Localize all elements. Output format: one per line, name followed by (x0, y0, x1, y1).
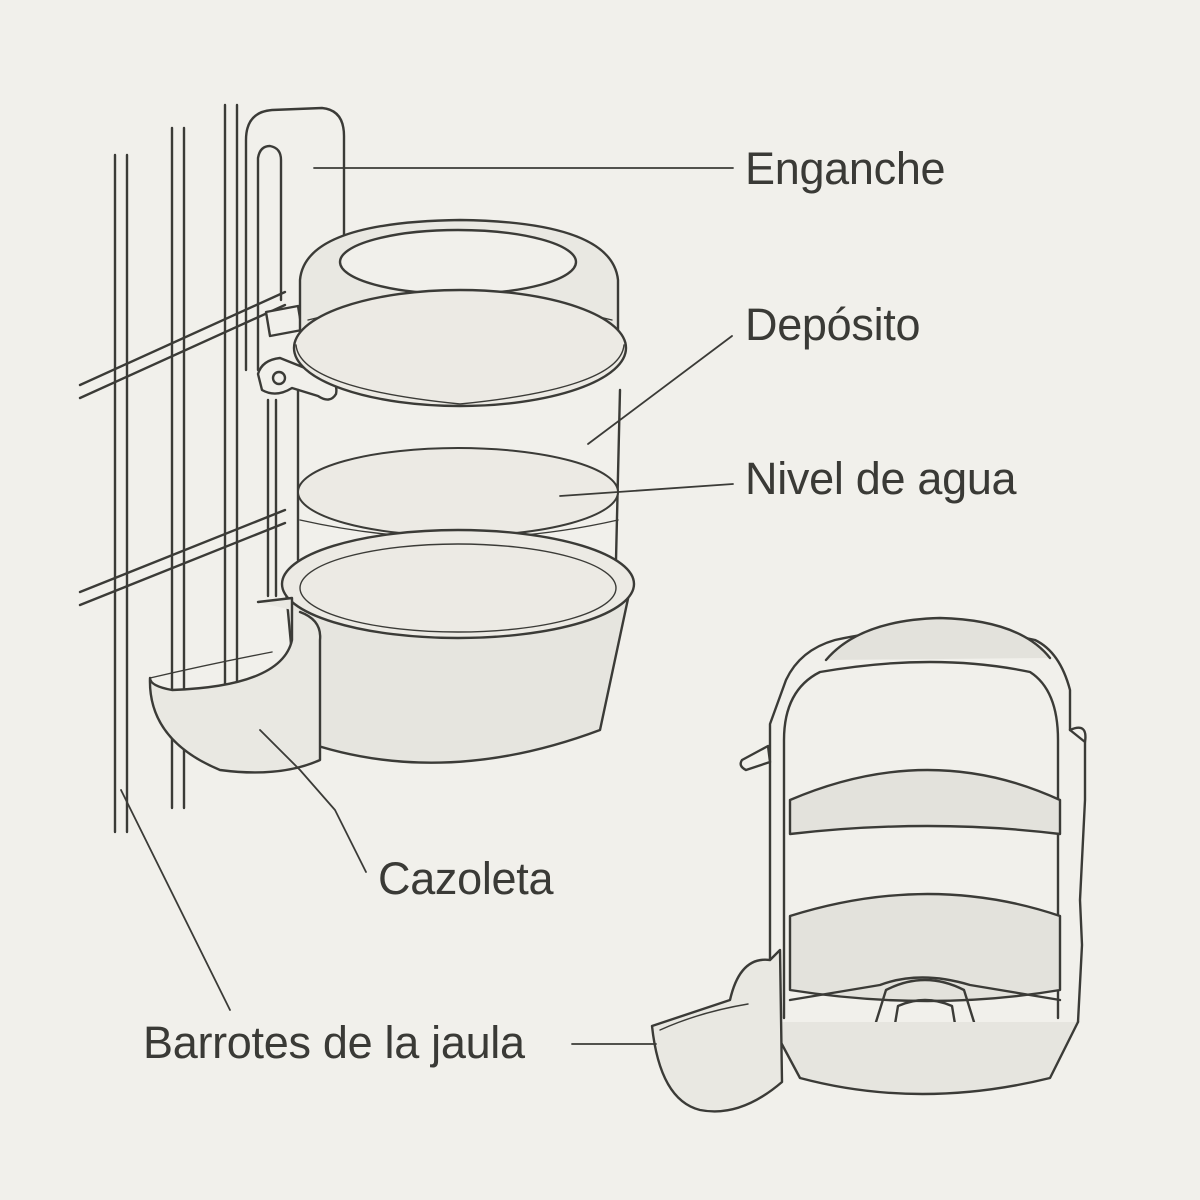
cage-bar-vertical (113, 153, 129, 834)
leader-line-dish (259, 729, 367, 873)
label-hook: Enganche (745, 143, 946, 194)
cutaway-section (650, 616, 1087, 1113)
leader-line-water-level (559, 483, 734, 497)
water-dish (148, 528, 636, 774)
label-dish: Cazoleta (378, 853, 554, 904)
cage-bar-horizontal (78, 290, 287, 400)
hook (244, 106, 346, 598)
cage-bars (78, 103, 287, 834)
cage-bar-vertical (223, 103, 239, 764)
clip-bracket (256, 304, 338, 401)
leader-line-reservoir (587, 335, 733, 445)
leader-lines (120, 167, 734, 1045)
reservoir (292, 218, 628, 562)
label-cage-bars: Barrotes de la jaula (143, 1017, 525, 1068)
label-reservoir: Depósito (745, 299, 921, 350)
leader-line-cage-bars (120, 789, 231, 1011)
cage-bar-horizontal (78, 508, 287, 607)
label-water-level: Nivel de agua (745, 453, 1017, 504)
